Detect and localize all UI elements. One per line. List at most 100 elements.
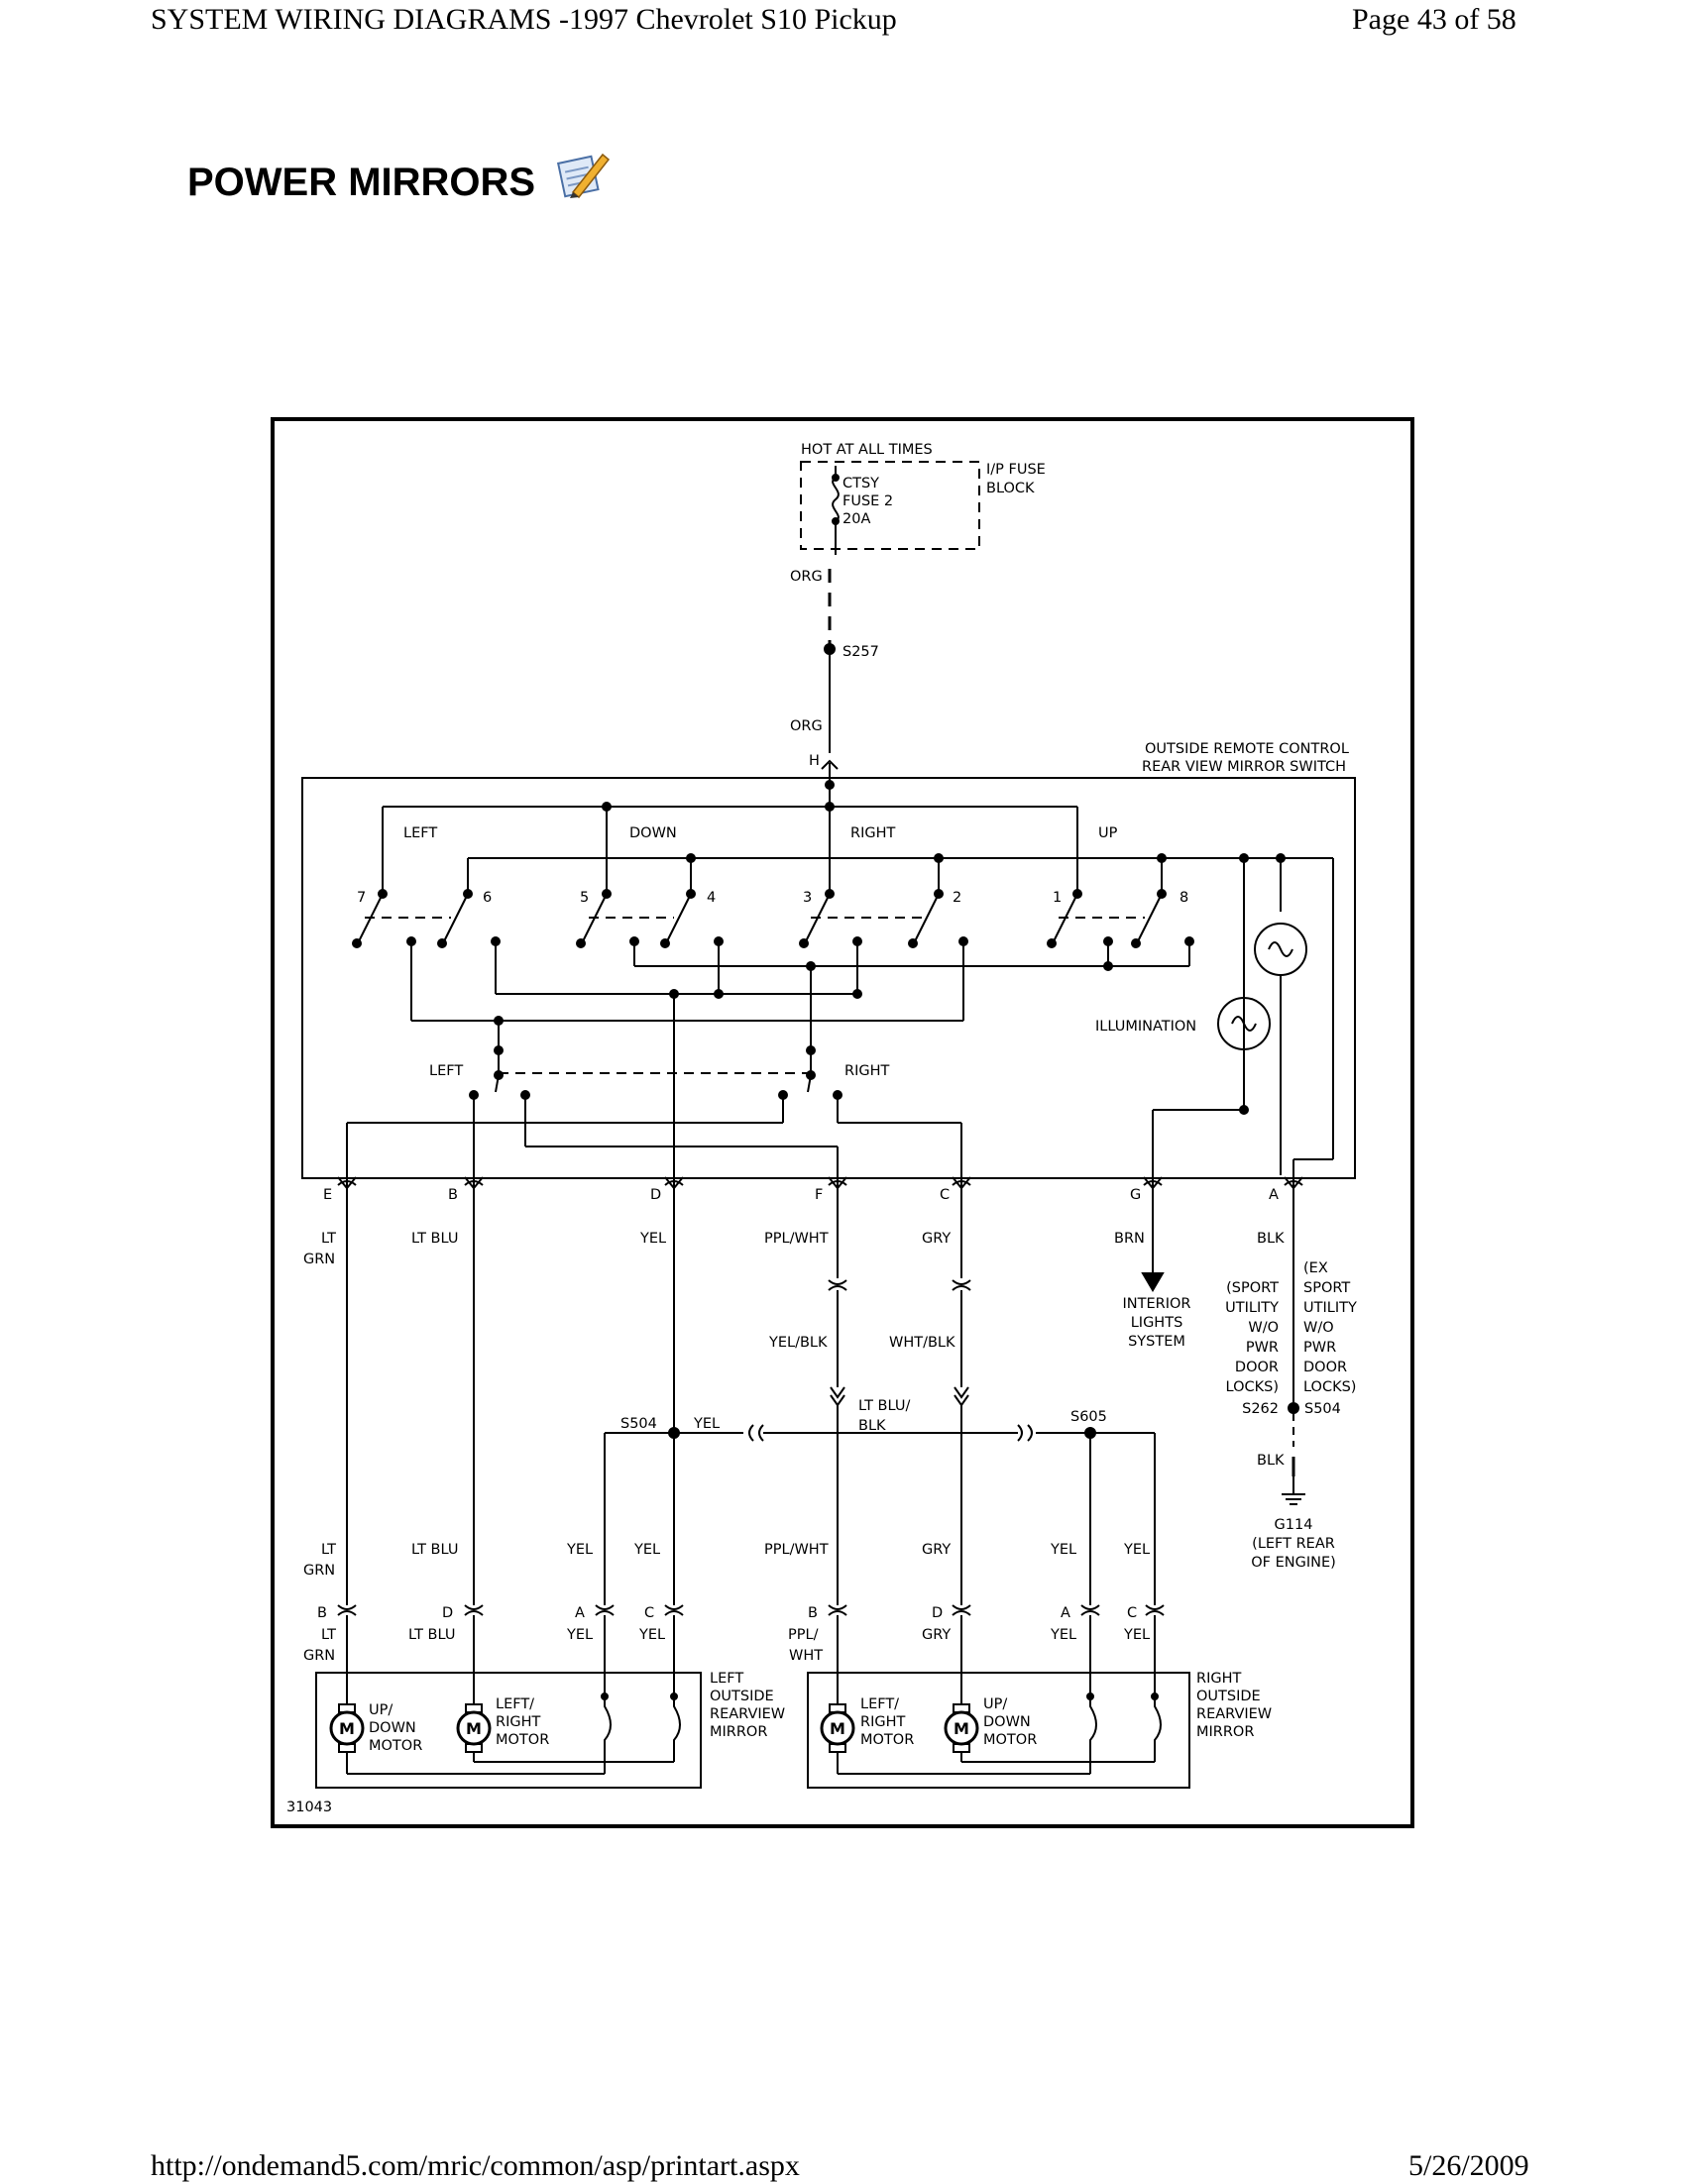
left-motor2-3: MOTOR [496,1732,549,1748]
sport-4: PWR [1246,1340,1279,1356]
interior-label-1: INTERIOR [1123,1296,1191,1312]
direction-down: DOWN [629,825,677,841]
lower-wire-4: YEL [633,1542,660,1558]
lower-wire-1b: GRN [303,1563,335,1579]
switch-title-2: REAR VIEW MIRROR SWITCH [1142,759,1346,775]
wire-g-color: BRN [1114,1231,1145,1247]
pin-c: C [940,1187,950,1203]
lower-wire-1a: LT [321,1542,336,1558]
right-mirror-label-4: MIRROR [1196,1724,1254,1740]
contact-8: 8 [1180,890,1188,906]
lower-wire-6: GRY [922,1542,951,1558]
lower-pin-c: C [644,1605,654,1621]
wire-c-color: GRY [922,1231,951,1247]
motor-symbol: M [466,1719,482,1738]
left-mirror-label-4: MIRROR [710,1724,767,1740]
diagram-frame [271,417,1414,1828]
mirror-wire-6: GRY [922,1627,951,1643]
wire-e-color-2: GRN [303,1252,335,1267]
pin-f: F [815,1187,823,1203]
right-motor2-2: DOWN [983,1714,1031,1730]
right-mirror-label-2: OUTSIDE [1196,1689,1261,1704]
right-mirror-label-1: RIGHT [1196,1671,1241,1687]
left-mirror-label-1: LEFT [710,1671,743,1687]
right-mirror-box [807,1672,1190,1789]
wire-c-mid-color: WHT/BLK [889,1335,955,1351]
contact-4: 4 [707,890,716,906]
left-motor1-3: MOTOR [369,1738,422,1754]
sport-1: (SPORT [1226,1280,1279,1296]
switch-title-1: OUTSIDE REMOTE CONTROL [1145,741,1349,757]
mirror-wire-8: YEL [1123,1627,1150,1643]
ex-sport-7: LOCKS) [1303,1379,1356,1395]
sport-3: W/O [1248,1320,1279,1336]
right-mirror-label-3: REARVIEW [1196,1706,1272,1722]
fuse-block-label-2: BLOCK [986,481,1035,496]
fuse-label-1: CTSY [842,476,879,491]
ground-desc-2: OF ENGINE) [1251,1555,1336,1571]
interior-label-3: SYSTEM [1128,1334,1185,1350]
direction-right: RIGHT [850,825,895,841]
contact-7: 7 [357,890,366,906]
wire-blk-lower: BLK [1257,1453,1285,1469]
left-mirror-label-2: OUTSIDE [710,1689,774,1704]
contact-5: 5 [580,890,589,906]
lower-pin-a: A [575,1605,585,1621]
footer-date: 5/26/2009 [1408,2149,1529,2182]
notepad-pencil-icon[interactable] [555,149,611,200]
pin-d: D [650,1187,661,1203]
contact-6: 6 [483,890,492,906]
left-up-down-motor [329,1703,365,1753]
splice-s262-label: S262 [1242,1401,1279,1417]
splice-s504-label: S504 [620,1416,657,1432]
interior-label-2: LIGHTS [1131,1315,1183,1331]
lower-pin-d: D [442,1605,453,1621]
left-motor1-2: DOWN [369,1720,416,1736]
crossover-color-2: BLK [858,1418,886,1434]
lower-pin-d2: D [932,1605,943,1621]
lower-pin-b2: B [808,1605,818,1621]
ground-desc-1: (LEFT REAR [1252,1536,1335,1552]
ex-sport-1: (EX [1303,1260,1328,1276]
contact-2: 2 [953,890,961,906]
pin-b: B [448,1187,458,1203]
splice-s257 [824,643,836,655]
right-motor2-1: UP/ [983,1696,1007,1712]
lower-wire-7: YEL [1050,1542,1076,1558]
fuse-block-label-1: I/P FUSE [986,462,1046,478]
ex-sport-5: PWR [1303,1340,1336,1356]
wire-f-color: PPL/WHT [764,1231,829,1247]
left-mirror-box [315,1672,702,1789]
mirror-wire-5b: WHT [789,1648,823,1664]
left-mirror-label-3: REARVIEW [710,1706,785,1722]
illumination-bulb-upper [1254,923,1307,976]
right-motor1-1: LEFT/ [860,1696,899,1712]
wire-e-color-1: LT [321,1231,336,1247]
pin-g: G [1130,1187,1141,1203]
left-motor1-1: UP/ [369,1702,393,1718]
motor-symbol: M [339,1719,355,1738]
illumination-bulb-lower [1217,997,1271,1050]
direction-up: UP [1098,825,1118,841]
footer-url[interactable]: http://ondemand5.com/mric/common/asp/pri… [151,2149,800,2182]
contact-3: 3 [803,890,812,906]
hot-label: HOT AT ALL TIMES [801,442,933,458]
mirror-wire-2: LT BLU [408,1627,455,1643]
crossover-color-1: LT BLU/ [858,1398,910,1414]
mirror-wire-7: YEL [1050,1627,1076,1643]
fuse-block-box [800,461,980,550]
page-number: Page 43 of 58 [1352,3,1516,36]
lower-wire-5: PPL/WHT [764,1542,829,1558]
wire-org-bottom: ORG [790,718,823,734]
ground-id: G114 [1275,1517,1313,1533]
wire-org-top: ORG [790,569,823,585]
wire-f-mid-color: YEL/BLK [768,1335,828,1351]
ex-sport-2: SPORT [1303,1280,1350,1296]
pin-h-label: H [809,753,820,769]
mirror-wire-4: YEL [638,1627,665,1643]
mirror-wire-5a: PPL/ [788,1627,819,1643]
fuse-label-3: 20A [842,511,870,527]
ground-symbol [1282,1493,1305,1505]
ex-sport-3: UTILITY [1303,1300,1357,1316]
